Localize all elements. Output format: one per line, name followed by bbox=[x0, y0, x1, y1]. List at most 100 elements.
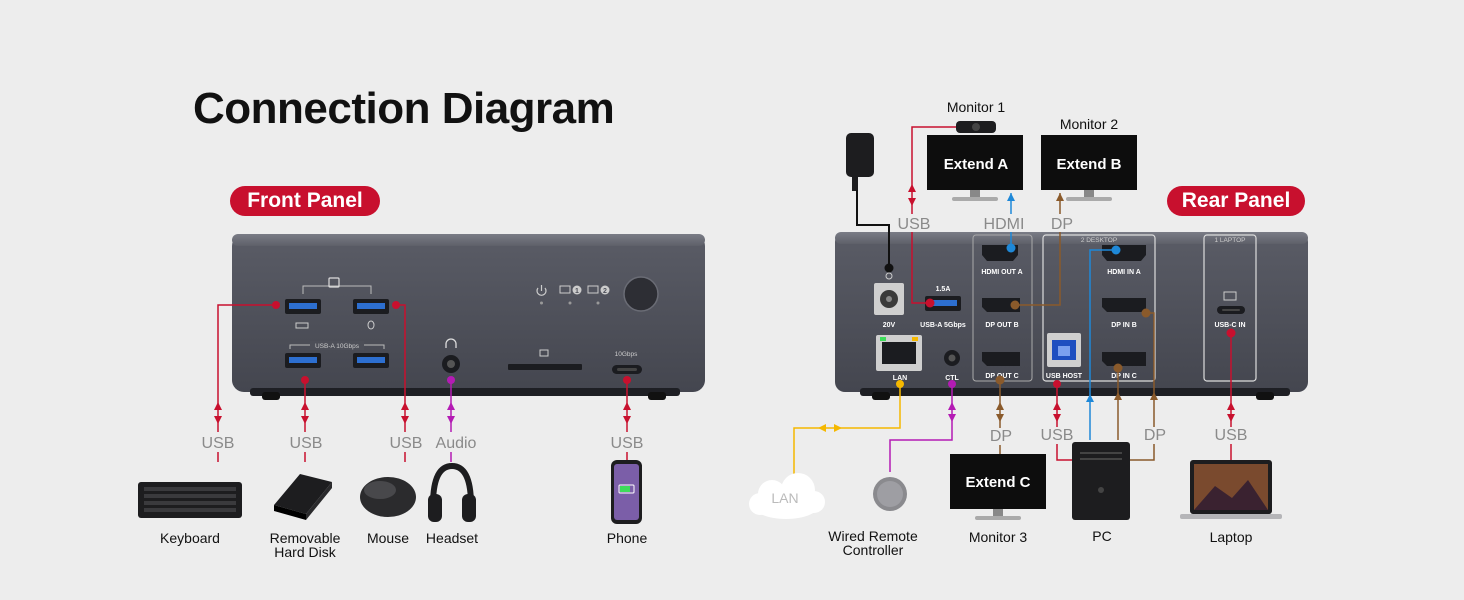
lan-cloud-label: LAN bbox=[771, 490, 798, 506]
kvm-switch-button[interactable] bbox=[623, 276, 659, 312]
usb-c-in-port bbox=[1217, 291, 1245, 314]
keyboard-mouse-icon bbox=[328, 277, 340, 288]
keyboard-icon bbox=[138, 482, 242, 518]
conn-mouse bbox=[392, 301, 409, 462]
front-usb-c-port bbox=[612, 365, 642, 374]
monitor-1 bbox=[927, 135, 1023, 201]
dp-out-c-port bbox=[982, 352, 1020, 366]
laptop-usb-label: USB bbox=[1215, 427, 1248, 444]
conn-pc-dp-b bbox=[1130, 308, 1158, 461]
laptop-icon bbox=[1180, 460, 1282, 519]
power-adapter-icon bbox=[846, 133, 894, 273]
headset-icon bbox=[428, 462, 476, 522]
rear-lan-port bbox=[876, 335, 922, 371]
lan-port-label: LAN bbox=[893, 375, 907, 382]
rear-ctl-port bbox=[944, 350, 960, 366]
monitor3-name: Monitor 3 bbox=[969, 529, 1028, 545]
kvm-indicator-1: 1 bbox=[559, 285, 582, 305]
monitor1-hdmi-label: HDMI bbox=[984, 216, 1025, 233]
usb-host-label: USB HOST bbox=[1046, 373, 1083, 380]
usb-c-10g-label: 10Gbps bbox=[615, 351, 639, 358]
wired-remote-icon bbox=[873, 477, 907, 511]
power-label: 20V bbox=[883, 322, 896, 329]
monitor-2 bbox=[1041, 135, 1137, 201]
front-usb-port-disk bbox=[285, 353, 321, 368]
monitor1-name: Monitor 1 bbox=[947, 99, 1006, 115]
dc-power-port bbox=[874, 272, 904, 315]
headset-label: Headset bbox=[426, 530, 478, 546]
hdmi-out-a-label: HDMI OUT A bbox=[981, 269, 1022, 276]
conn-pc-usb bbox=[1053, 380, 1072, 461]
disk-label-line1: Removable bbox=[270, 530, 341, 546]
usb-label-phone: USB bbox=[611, 435, 644, 452]
laptop-indicator-icon bbox=[559, 285, 571, 294]
usb-label-disk: USB bbox=[290, 435, 323, 452]
monitor-3 bbox=[950, 454, 1046, 520]
conn-remote bbox=[889, 380, 956, 472]
dc-polarity-icon bbox=[885, 272, 893, 280]
conn-keyboard bbox=[214, 301, 280, 462]
mouse-label: Mouse bbox=[367, 530, 409, 546]
remote-label-line2: Controller bbox=[843, 542, 904, 558]
pc-tower-icon bbox=[1072, 442, 1130, 520]
front-usb-port-mouse bbox=[353, 299, 389, 314]
dp-out-b-port bbox=[982, 298, 1020, 312]
pc-label: PC bbox=[1092, 528, 1111, 544]
lan-cloud-icon bbox=[749, 473, 825, 519]
dp-out-b-label: DP OUT B bbox=[985, 322, 1018, 329]
rear-usb-a-port bbox=[925, 296, 961, 311]
usb-a-10g-label: USB-A 10Gbps bbox=[315, 343, 360, 350]
monitor2-screen-label: Extend B bbox=[1056, 156, 1121, 173]
disk-label-line2: Hard Disk bbox=[274, 544, 336, 560]
page-title: Connection Diagram bbox=[193, 84, 615, 133]
power-icon bbox=[536, 287, 547, 296]
dp-in-c-port bbox=[1102, 352, 1146, 366]
conn-lan bbox=[793, 380, 904, 488]
kvm-indicator-2: 2 bbox=[587, 285, 610, 305]
usb-label-mouse: USB bbox=[390, 435, 423, 452]
front-sd-slot bbox=[508, 349, 582, 370]
webcam-usb-label: USB bbox=[898, 216, 931, 233]
svg-text:2: 2 bbox=[603, 288, 607, 295]
dp-in-c-label: DP IN C bbox=[1111, 373, 1137, 380]
svg-text:1: 1 bbox=[575, 288, 579, 295]
laptop-port-icon bbox=[1223, 291, 1237, 301]
laptop-label: Laptop bbox=[1210, 529, 1253, 545]
dp-in-b-port bbox=[1102, 298, 1146, 312]
usb-host-port bbox=[1047, 333, 1081, 367]
webcam-icon bbox=[956, 121, 996, 133]
usb-c-in-label: USB-C IN bbox=[1214, 322, 1245, 329]
keyboard-port-icon bbox=[295, 322, 309, 329]
phone-icon bbox=[611, 460, 642, 524]
monitor3-screen-label: Extend C bbox=[965, 474, 1030, 491]
usb-label-keyboard: USB bbox=[202, 435, 235, 452]
conn-pc-hdmi bbox=[1086, 245, 1121, 440]
pc-usb-label: USB bbox=[1041, 427, 1074, 444]
mouse-port-icon bbox=[367, 320, 375, 330]
front-usb-port-keyboard bbox=[285, 299, 321, 314]
phone-label: Phone bbox=[607, 530, 648, 546]
monitor1-screen-label: Extend A bbox=[944, 156, 1009, 173]
monitor2-dp-label: DP bbox=[1051, 216, 1073, 233]
laptop-group-label: 1 LAPTOP bbox=[1215, 237, 1246, 244]
pc-dp-label: DP bbox=[1144, 427, 1166, 444]
conn-pc-dp-c bbox=[1113, 363, 1123, 440]
desktop-group-label: 2 DESKTOP bbox=[1081, 237, 1117, 244]
mouse-icon bbox=[360, 477, 416, 517]
front-panel-badge: Front Panel bbox=[230, 186, 380, 216]
power-indicator bbox=[536, 285, 547, 305]
usb-a-5g-label: USB-A 5Gbps bbox=[920, 322, 966, 329]
monitor2-name: Monitor 2 bbox=[1060, 116, 1119, 132]
front-dock bbox=[232, 234, 705, 400]
rear-panel-badge: Rear Panel bbox=[1167, 186, 1305, 216]
monitor3-dp-label: DP bbox=[990, 428, 1012, 445]
dp-in-b-label: DP IN B bbox=[1111, 322, 1137, 329]
hdmi-in-a-label: HDMI IN A bbox=[1107, 269, 1141, 276]
desktop-indicator-icon bbox=[587, 285, 599, 294]
hard-disk-icon bbox=[274, 474, 332, 520]
remote-label-line1: Wired Remote bbox=[828, 528, 918, 544]
headset-port-icon bbox=[445, 338, 457, 348]
usb-current-label: 1.5A bbox=[936, 286, 951, 293]
